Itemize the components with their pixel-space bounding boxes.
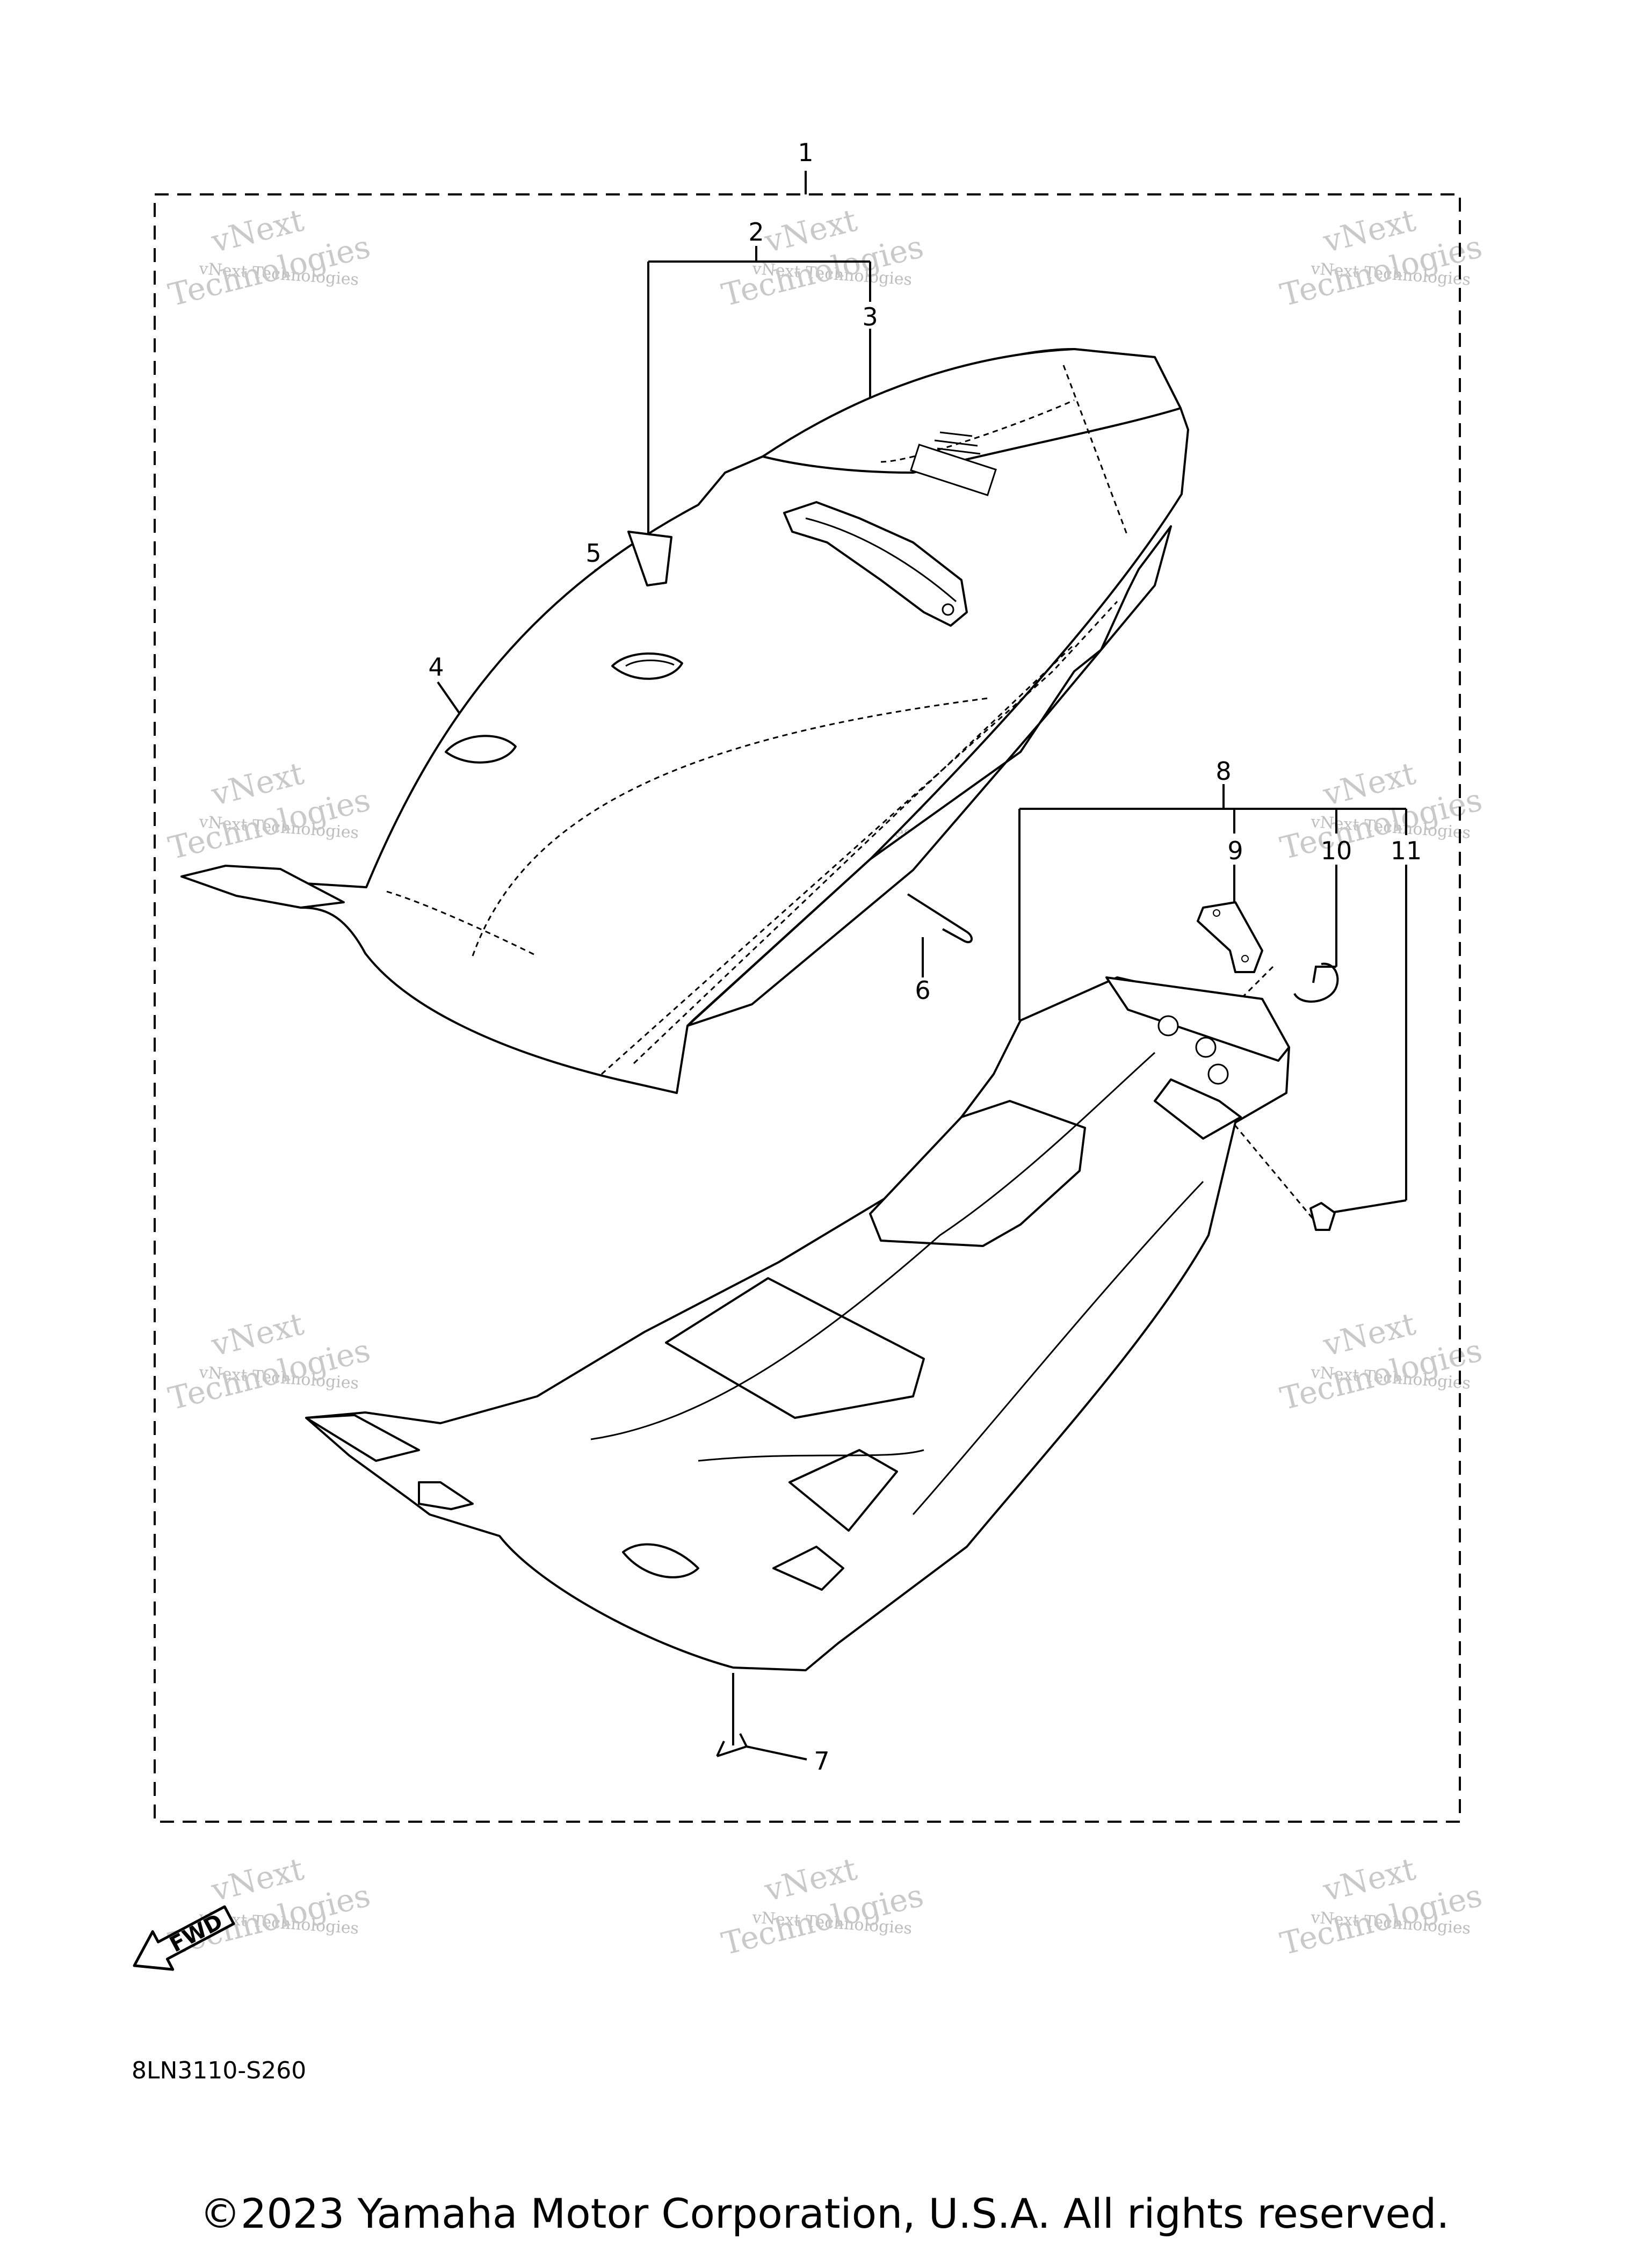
part-5-emblem (611, 652, 683, 680)
callout-6: 6 (915, 976, 930, 1005)
seat-base-assembly (305, 976, 1290, 1671)
callout-7: 7 (814, 1747, 829, 1776)
part-3-seat-strap (783, 501, 968, 627)
part-9-bracket (1197, 901, 1263, 973)
callout-2: 2 (748, 218, 764, 247)
diagram-code: 8LN3110-S260 (132, 2057, 306, 2084)
callout-11: 11 (1391, 836, 1422, 865)
part-2-strap-tab (627, 531, 672, 586)
callout-5: 5 (585, 539, 601, 568)
callout-1: 1 (798, 138, 813, 167)
seat-logo-patch (910, 444, 997, 496)
part-11-nut (1309, 1202, 1336, 1231)
seat-assembly (180, 348, 1189, 1094)
part-7-clip (716, 1733, 748, 1757)
callout-3: 3 (862, 302, 878, 331)
callout-4: 4 (428, 653, 444, 682)
callout-9: 9 (1227, 836, 1243, 865)
callout-numbers: 1 2 3 4 5 6 7 8 9 10 11 (428, 138, 1422, 1776)
part-4-emblem (445, 735, 517, 764)
copyright-notice: ©2023 Yamaha Motor Corporation, U.S.A. A… (200, 2190, 1450, 2237)
callout-10: 10 (1321, 836, 1352, 865)
part-6-clip (907, 893, 973, 944)
callout-8: 8 (1215, 757, 1231, 786)
